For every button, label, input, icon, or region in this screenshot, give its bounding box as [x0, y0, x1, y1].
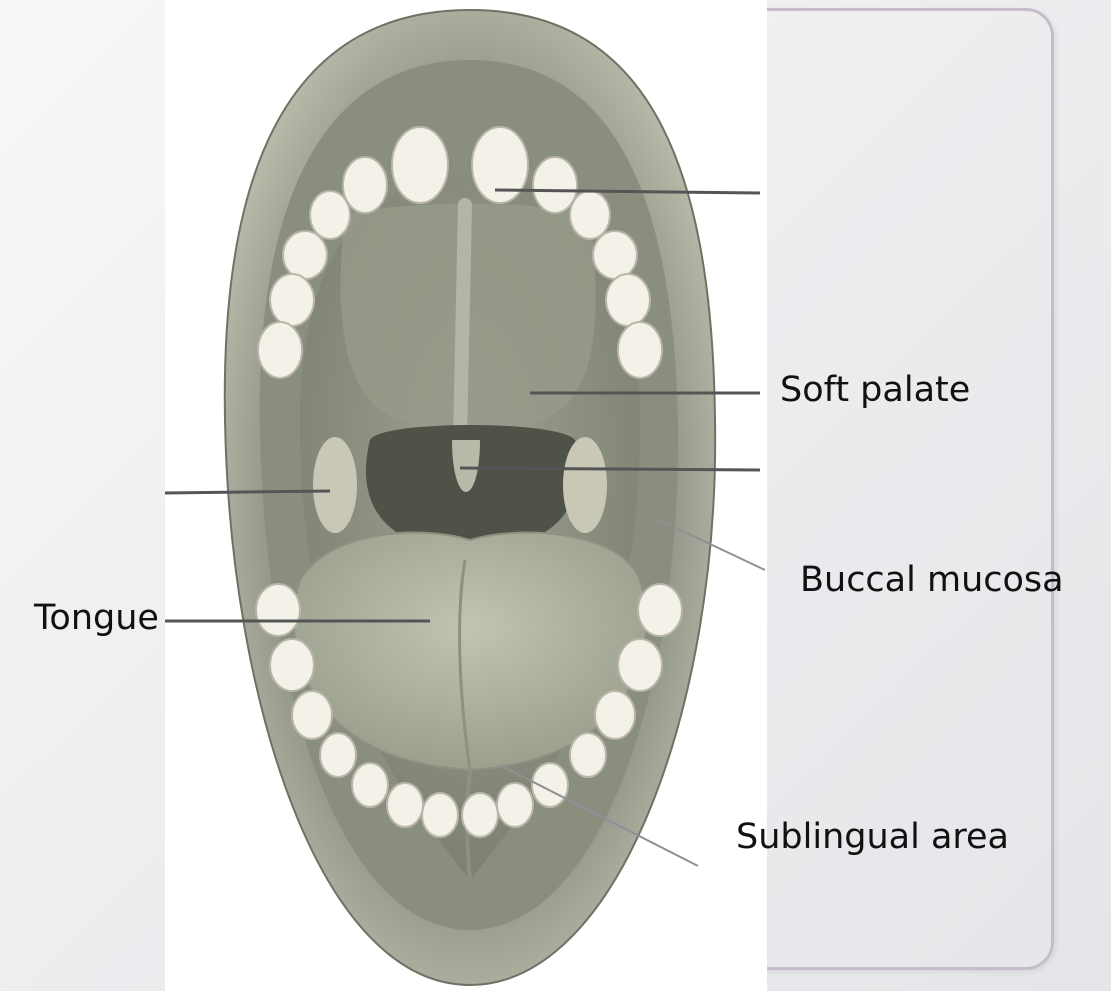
label-buccal-mucosa: Buccal mucosa [800, 560, 1064, 600]
left-tonsil [313, 437, 357, 533]
palate-raphe [460, 205, 465, 440]
right-tonsil [563, 437, 607, 533]
label-soft-palate: Soft palate [780, 370, 970, 410]
leader-line-tonsil [165, 491, 330, 493]
label-tongue: Tongue [34, 598, 159, 638]
label-sublingual-area: Sublingual area [736, 817, 1009, 857]
leader-line-uvula [460, 468, 760, 470]
